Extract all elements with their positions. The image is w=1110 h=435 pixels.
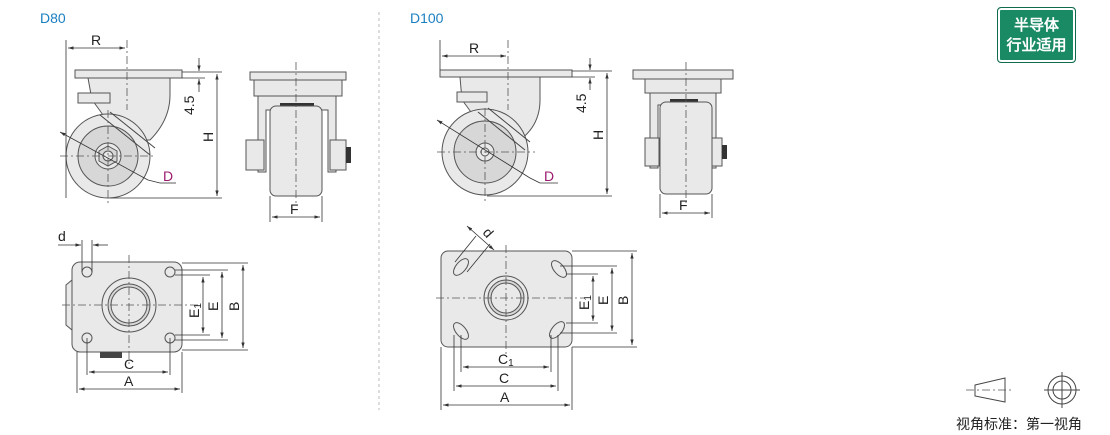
d100-offset-label: 4.5	[573, 93, 589, 113]
semiconductor-industry-badge: 半导体 行业适用	[997, 7, 1076, 63]
d100-e-label: E	[595, 296, 611, 305]
d100-title: D100	[410, 10, 444, 26]
d80-side-view: R 4.5 H D	[59, 32, 222, 205]
d80-diameter-label: D	[163, 168, 173, 184]
d100-e1-label: E1	[576, 295, 594, 310]
e1-letter: E	[576, 301, 592, 310]
d100-r-label: R	[469, 40, 479, 56]
d100-f-label: F	[679, 197, 688, 213]
d100-b-label: B	[615, 296, 631, 305]
d100-h-label: H	[590, 130, 606, 140]
first-angle-projection-symbol	[966, 372, 1080, 408]
e1-subscript: 1	[193, 303, 204, 309]
d80-front-view: F	[245, 62, 351, 222]
d100-top-view: d E1 E B C1 C A	[436, 224, 637, 410]
d100-diameter-label: D	[544, 168, 554, 184]
projection-note: 视角标准：第一视角	[956, 417, 1082, 433]
d80-b-label: B	[226, 302, 242, 311]
d80-e1-label: E1	[186, 303, 204, 318]
d80-e-label: E	[205, 302, 221, 311]
d100-c1-subscript: 1	[508, 358, 514, 369]
badge-line-1: 半导体	[1013, 16, 1059, 34]
d80-c-label: C	[124, 356, 134, 372]
d80-top-view: d E1 E B C A	[58, 228, 248, 393]
d100-a-label: A	[500, 389, 510, 405]
d80-a-label: A	[124, 373, 134, 389]
d80-title: D80	[40, 10, 66, 26]
d80-d-label: d	[58, 228, 66, 244]
d80-offset-label: 4.5	[181, 95, 197, 115]
badge-line-2: 行业适用	[1006, 36, 1067, 54]
d100-side-view: R 4.5 H D	[436, 40, 612, 202]
d100-d-label: d	[480, 224, 497, 241]
d100-c1-label: C1	[498, 351, 514, 369]
d80-h-label: H	[200, 132, 216, 142]
d100-c-label: C	[499, 370, 509, 386]
e1-subscript: 1	[583, 295, 594, 301]
d80-f-label: F	[290, 201, 299, 217]
d100-front-view: F	[632, 62, 734, 218]
e1-letter: E	[186, 309, 202, 318]
d80-r-label: R	[91, 32, 101, 48]
d100-c1-letter: C	[498, 351, 508, 367]
